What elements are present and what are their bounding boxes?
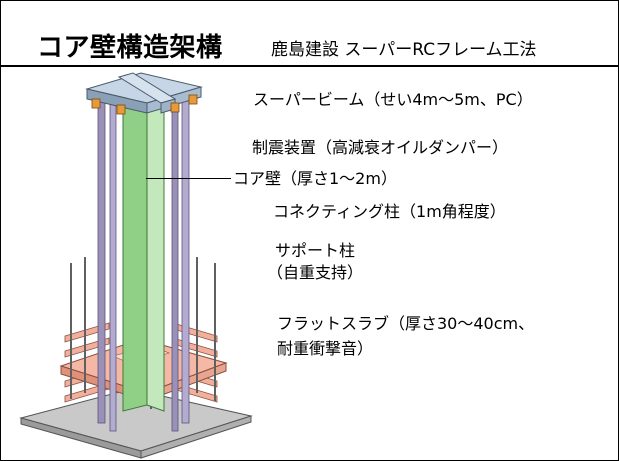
label-super-beam: スーパービーム（せい4m～5m、PC）	[253, 90, 533, 109]
oil-dampers	[91, 94, 198, 115]
label-support-column-note: （自重支持）	[267, 263, 364, 282]
structure-illustration	[19, 72, 253, 459]
slide-title: コア壁構造架構	[37, 33, 223, 63]
label-core-wall: コア壁（厚さ1～2m）	[233, 169, 397, 188]
label-support-column: サポート柱	[275, 241, 356, 260]
label-damper: 制震装置（高減衰オイルダンパー）	[252, 138, 509, 157]
label-flat-slab: フラットスラブ（厚さ30～40cm、	[277, 314, 535, 333]
title-rule	[1, 65, 618, 67]
core-wall-leader-line	[146, 178, 231, 179]
connecting-columns	[97, 100, 190, 432]
label-connecting-column: コネクティング柱（1m角程度）	[273, 202, 506, 221]
label-flat-slab-note: 耐重衝撃音）	[277, 339, 374, 358]
slide-subtitle: 鹿島建設 スーパーRCフレーム工法	[271, 40, 537, 60]
core-wall	[122, 90, 165, 412]
super-beam	[85, 72, 203, 114]
